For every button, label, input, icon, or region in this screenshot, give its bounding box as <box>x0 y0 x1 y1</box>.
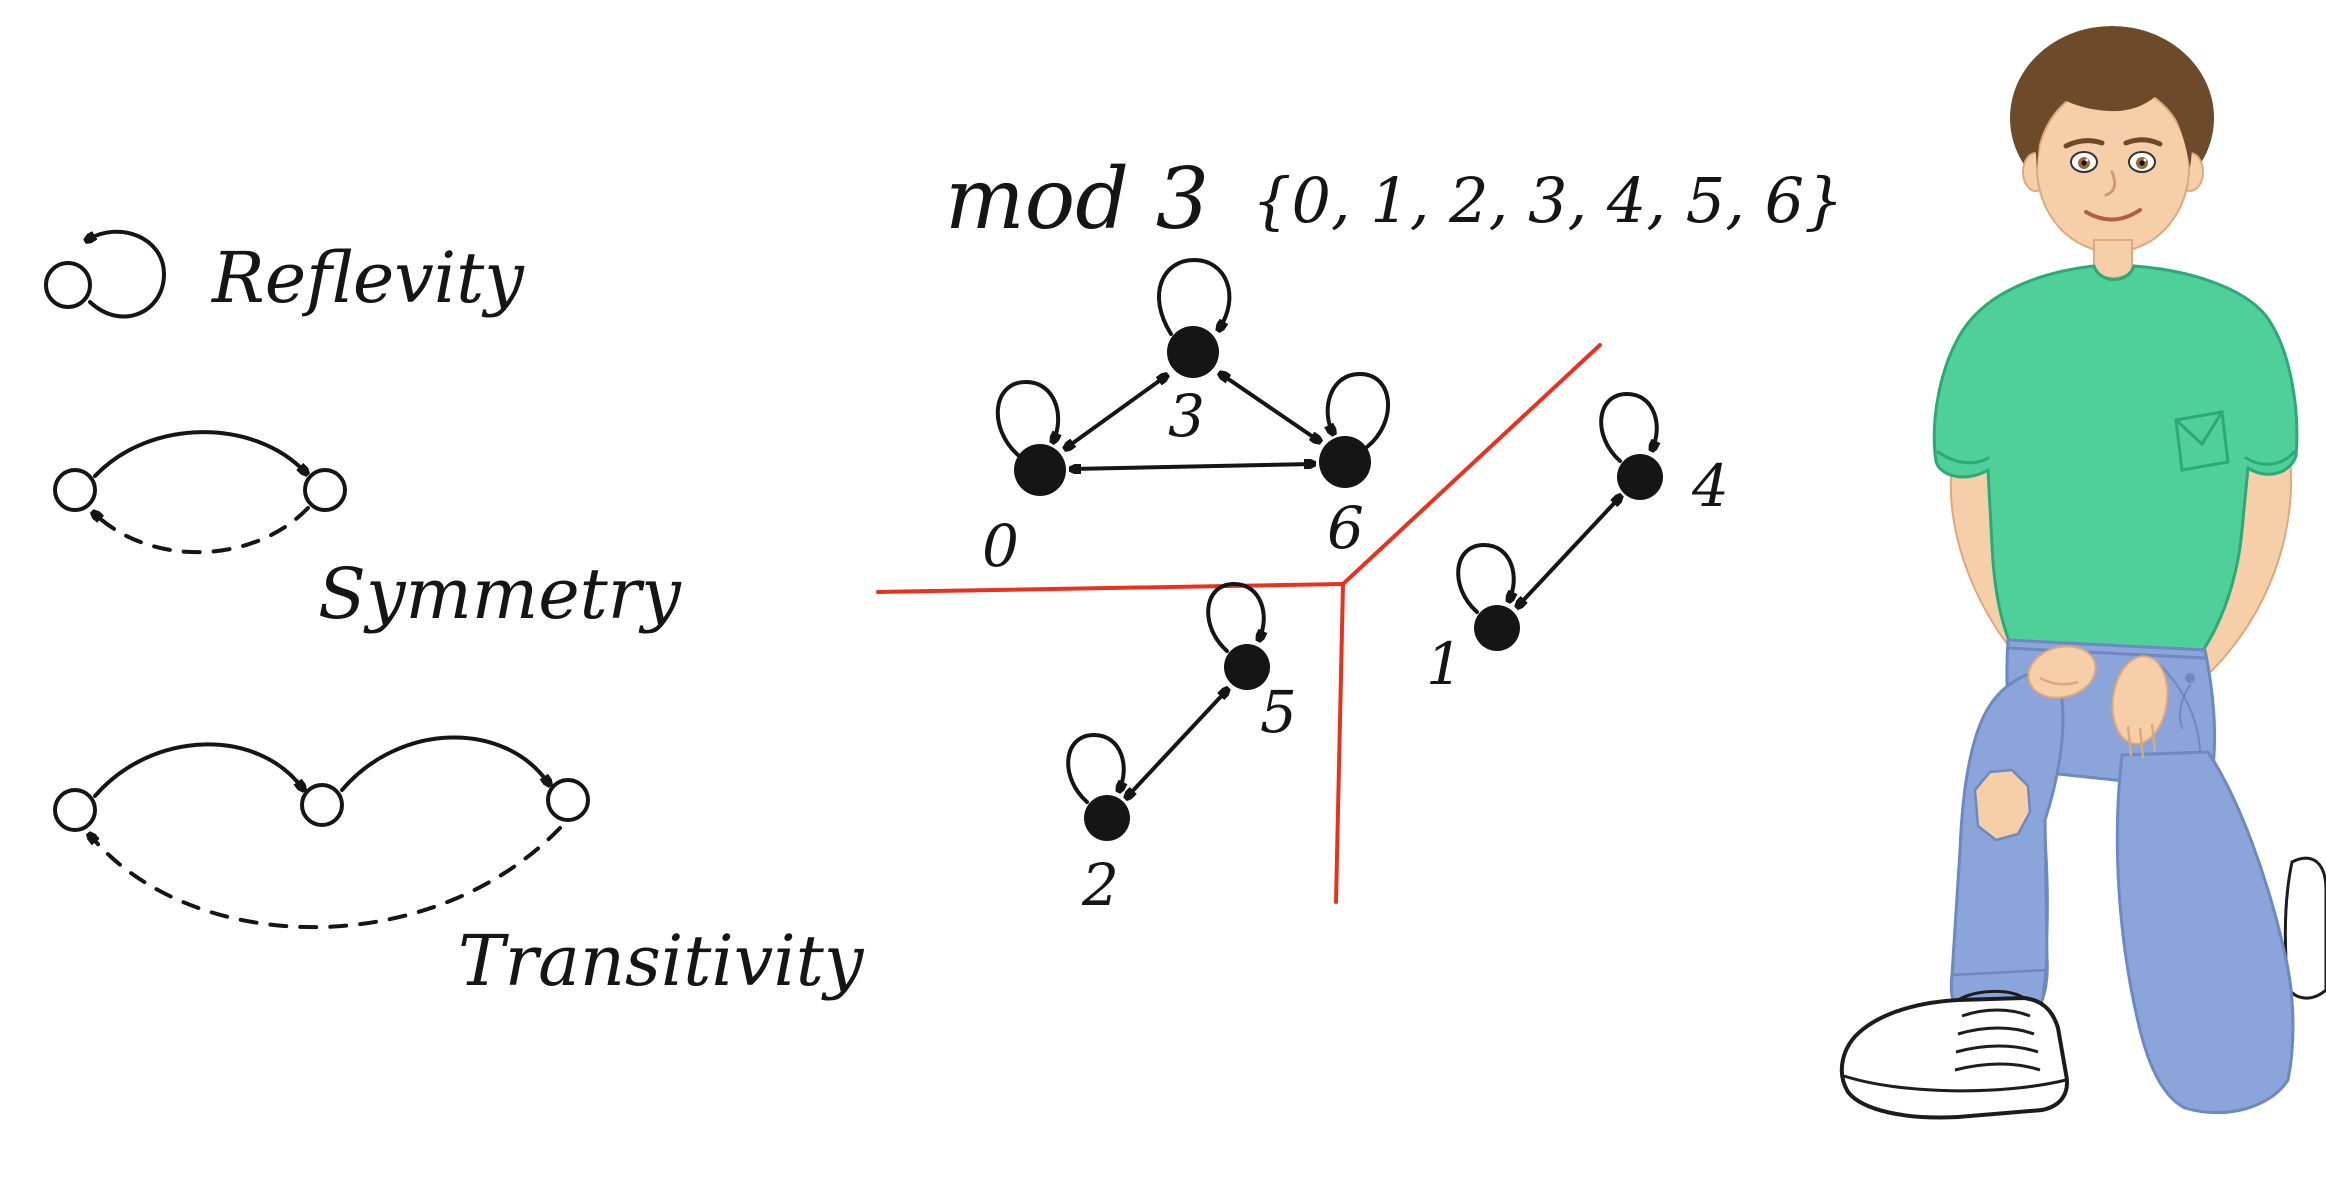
mod3-title-group: mod 3 {0, 1, 2, 3, 4, 5, 6} <box>945 150 1844 248</box>
edge-0-6 <box>1072 464 1313 469</box>
transitivity-label: Transitivity <box>458 920 865 1002</box>
sneaker-ankle-opening <box>1957 989 2025 1002</box>
shin-seam <box>2041 829 2049 1001</box>
jeans-cuff <box>1950 968 2049 977</box>
node-3 <box>1167 326 1219 378</box>
symmetry-node-b <box>303 468 347 512</box>
symmetry-diagram: Symmetry <box>53 430 682 635</box>
equivalence-class-25: 5 2 <box>1066 581 1297 919</box>
transitivity-arrow-bc <box>340 735 549 792</box>
node-3-selfloop <box>1157 257 1232 336</box>
node-4 <box>1617 454 1663 500</box>
node-5-label: 5 <box>1260 678 1297 746</box>
reflexivity-label: Reflevity <box>210 237 525 319</box>
left-eye <box>2070 151 2098 173</box>
reflexivity-node <box>44 261 92 309</box>
left-hand-fingers <box>2126 723 2157 759</box>
left-sleeve-hem <box>1936 450 1990 465</box>
node-4-selfloop <box>1599 391 1657 463</box>
reflexivity-diagram: Reflevity <box>44 229 525 319</box>
left-hand <box>2111 655 2169 745</box>
symmetry-back-dashed-arrow <box>94 506 310 555</box>
collar <box>2092 264 2136 281</box>
partition-divider-lines <box>876 343 1602 904</box>
belt-line <box>2006 646 2207 660</box>
right-hand <box>2027 645 2097 699</box>
divider-upper-right <box>1341 343 1602 586</box>
equivalence-class-14: 4 1 <box>1426 391 1729 698</box>
node-6-selfloop <box>1328 371 1390 449</box>
node-6-label: 6 <box>1327 494 1364 562</box>
node-0-label: 0 <box>982 512 1019 580</box>
neck <box>2093 239 2133 279</box>
edge-1-4 <box>1518 497 1620 606</box>
sneaker-lace-1 <box>1961 1008 2031 1018</box>
mod3-set: {0, 1, 2, 3, 4, 5, 6} <box>1252 164 1844 237</box>
chest-pocket <box>2174 410 2230 472</box>
node-0 <box>1014 444 1066 496</box>
sneaker-lace-4 <box>1954 1062 2041 1072</box>
kneeling-leg <box>2115 750 2295 1115</box>
person-illustration <box>1839 26 2326 1120</box>
divider-down <box>1334 582 1345 904</box>
node-1-label: 1 <box>1426 630 1463 698</box>
edge-2-5 <box>1127 690 1227 797</box>
node-5-selfloop <box>1206 581 1264 653</box>
equivalence-class-036: 3 0 6 <box>982 257 1390 580</box>
hair-fringe <box>2035 37 2193 168</box>
mod3-title: mod 3 <box>945 150 1209 248</box>
node-0-selfloop <box>995 379 1058 457</box>
reflexivity-selfloop-arrow <box>87 229 167 319</box>
right-eyebrow <box>2123 137 2163 147</box>
mouth-smile <box>2084 208 2142 222</box>
node-2 <box>1084 795 1130 841</box>
right-eye <box>2128 151 2156 173</box>
node-1 <box>1474 605 1520 651</box>
jeans-fly-seam <box>2179 684 2191 729</box>
symmetry-node-a <box>53 468 97 512</box>
sneaker-lace-2 <box>1957 1026 2035 1036</box>
sneaker-sole-line <box>1843 1074 2067 1093</box>
node-2-label: 2 <box>1081 851 1119 919</box>
jeans-pocket-seam <box>2159 664 2201 751</box>
transitivity-node-b <box>300 783 344 827</box>
transitivity-arrow-ab <box>93 742 303 798</box>
symmetry-forward-arrow <box>93 430 306 476</box>
sneaker-lace-3 <box>1955 1044 2039 1054</box>
node-1-selfloop <box>1456 542 1514 614</box>
right-sleeve-hem <box>2244 450 2296 466</box>
nose <box>2104 170 2117 197</box>
node-3-label: 3 <box>1168 382 1205 450</box>
divider-left <box>876 582 1345 594</box>
node-2-selfloop <box>1066 732 1124 804</box>
edge-3-6 <box>1221 374 1319 441</box>
edge-3-0 <box>1066 376 1166 448</box>
node-5 <box>1224 644 1270 690</box>
front-sneaker <box>1839 989 2069 1120</box>
transitivity-node-c <box>546 778 590 822</box>
symmetry-label: Symmetry <box>318 553 682 635</box>
tshirt <box>1932 264 2299 657</box>
jeans-button <box>2185 673 2195 683</box>
node-4-label: 4 <box>1691 452 1729 520</box>
left-eyebrow <box>2063 138 2105 149</box>
transitivity-diagram: Transitivity <box>53 735 865 1002</box>
node-6 <box>1319 436 1371 488</box>
hands-on-knee <box>2027 645 2169 759</box>
transitivity-node-a <box>53 788 97 832</box>
chest-pocket-flap <box>2174 410 2224 447</box>
right-hand-fingers <box>2039 676 2079 686</box>
back-shoe <box>2283 856 2326 1000</box>
ripped-knee-hole <box>1973 768 2032 842</box>
transitivity-dashed-arrow-ca <box>90 826 562 929</box>
